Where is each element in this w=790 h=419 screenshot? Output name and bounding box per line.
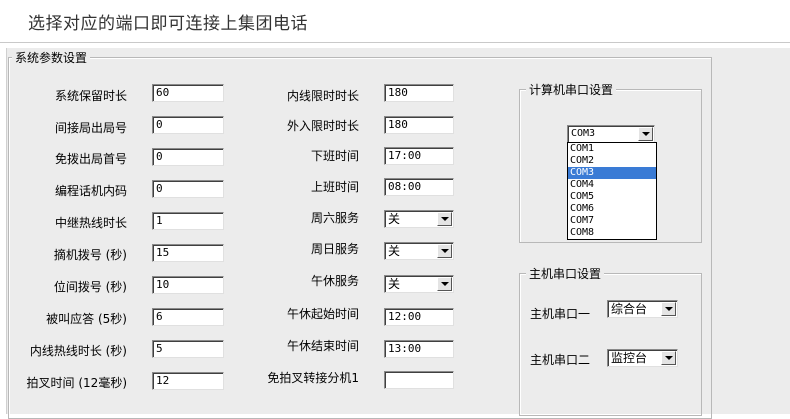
- label-host-port2: 主机串口二: [530, 353, 591, 367]
- label-system-reserve-duration: 系统保留时长: [54, 89, 127, 103]
- programming-phone-code-input[interactable]: 0: [152, 180, 224, 198]
- sunday-service-value: 关: [388, 244, 401, 258]
- lunch-end-time-input[interactable]: 13:00: [384, 340, 454, 358]
- saturday-service-select[interactable]: 关: [384, 210, 454, 228]
- trunk-hotline-duration-input[interactable]: 1: [152, 212, 224, 230]
- label-saturday-service: 周六服务: [310, 211, 359, 225]
- label-incoming-limit-duration: 外入限时时长: [286, 119, 359, 133]
- lunch-start-time-input[interactable]: 12:00: [384, 308, 454, 326]
- dropdown-option-com4[interactable]: COM4: [570, 179, 595, 190]
- label-interdigit-dial-seconds: 位间拨号 (秒): [53, 280, 127, 294]
- dropdown-option-com5[interactable]: COM5: [570, 191, 595, 202]
- system-params-legend: 系统参数设置: [12, 49, 91, 66]
- interdigit-dial-seconds-input[interactable]: 10: [152, 276, 224, 294]
- label-lunch-service: 午休服务: [310, 274, 359, 288]
- title-divider: [0, 42, 790, 43]
- flashless-transfer-ext1-input[interactable]: [384, 371, 454, 389]
- host-port2-select[interactable]: 监控台: [607, 349, 678, 367]
- label-programming-phone-code: 编程话机内码: [54, 184, 127, 198]
- dropdown-option-com7[interactable]: COM7: [570, 215, 595, 226]
- label-on-work-time: 上班时间: [310, 180, 359, 194]
- dropdown-option-com6[interactable]: COM6: [570, 203, 595, 214]
- label-flash-time: 拍叉时间 (12毫秒): [26, 376, 127, 390]
- no-dial-first-number-input[interactable]: 0: [152, 148, 224, 166]
- dropdown-option-com2[interactable]: COM2: [570, 155, 595, 166]
- chevron-down-icon[interactable]: [661, 351, 676, 365]
- saturday-service-value: 关: [388, 212, 401, 226]
- pc-serial-port-select[interactable]: COM3: [567, 125, 655, 143]
- host-serial-group: [519, 273, 702, 416]
- chevron-down-icon[interactable]: [437, 244, 452, 258]
- host-port2-value: 监控台: [611, 351, 648, 365]
- lunch-service-value: 关: [388, 277, 401, 291]
- dropdown-option-com3[interactable]: COM3: [568, 167, 656, 179]
- label-host-port1: 主机串口一: [530, 307, 591, 321]
- pc-serial-port-dropdown: COM1 COM2 COM3 COM4 COM5 COM6 COM7 COM8: [567, 142, 657, 240]
- label-sunday-service: 周日服务: [310, 242, 359, 256]
- offhook-dial-seconds-input[interactable]: 15: [152, 244, 224, 262]
- host-serial-legend: 主机串口设置: [526, 265, 605, 282]
- pc-serial-legend: 计算机串口设置: [526, 81, 617, 98]
- label-offhook-dial-seconds: 摘机拨号 (秒): [53, 248, 127, 262]
- off-work-time-input[interactable]: 17:00: [384, 147, 454, 165]
- called-answer-input[interactable]: 6: [152, 308, 224, 326]
- label-internal-hotline-duration: 内线热线时长 (秒): [29, 344, 127, 358]
- label-called-answer: 被叫应答 (5秒): [46, 312, 127, 326]
- dropdown-option-com1[interactable]: COM1: [570, 143, 595, 154]
- host-port1-value: 综合台: [611, 302, 648, 316]
- label-off-work-time: 下班时间: [310, 149, 359, 163]
- chevron-down-icon[interactable]: [638, 127, 653, 141]
- internal-limit-duration-input[interactable]: 180: [384, 84, 454, 102]
- lunch-service-select[interactable]: 关: [384, 275, 454, 293]
- incoming-limit-duration-input[interactable]: 180: [384, 116, 454, 134]
- label-lunch-end-time: 午休结束时间: [286, 339, 359, 353]
- host-port1-select[interactable]: 综合台: [607, 300, 678, 318]
- page-title: 选择对应的端口即可连接上集团电话: [28, 14, 308, 34]
- on-work-time-input[interactable]: 08:00: [384, 178, 454, 196]
- label-internal-limit-duration: 内线限时时长: [286, 89, 359, 103]
- chevron-down-icon[interactable]: [661, 302, 676, 316]
- label-flashless-transfer-ext1: 免拍叉转接分机1: [267, 371, 359, 385]
- label-indirect-office-number: 间接局出局号: [54, 121, 127, 135]
- internal-hotline-duration-input[interactable]: 5: [152, 340, 224, 358]
- label-lunch-start-time: 午休起始时间: [286, 307, 359, 321]
- chevron-down-icon[interactable]: [437, 277, 452, 291]
- flash-time-input[interactable]: 12: [152, 372, 224, 390]
- label-trunk-hotline-duration: 中继热线时长: [54, 216, 127, 230]
- dropdown-option-com8[interactable]: COM8: [570, 227, 595, 238]
- indirect-office-number-input[interactable]: 0: [152, 116, 224, 134]
- chevron-down-icon[interactable]: [437, 212, 452, 226]
- settings-panel: 系统参数设置 系统保留时长 60 间接局出局号 0 免拨出局首号 0 编程话机内…: [6, 48, 790, 419]
- label-no-dial-first-number: 免拨出局首号: [54, 152, 127, 166]
- pc-serial-port-value: COM3: [571, 128, 596, 139]
- system-reserve-duration-input[interactable]: 60: [152, 84, 224, 102]
- sunday-service-select[interactable]: 关: [384, 242, 454, 260]
